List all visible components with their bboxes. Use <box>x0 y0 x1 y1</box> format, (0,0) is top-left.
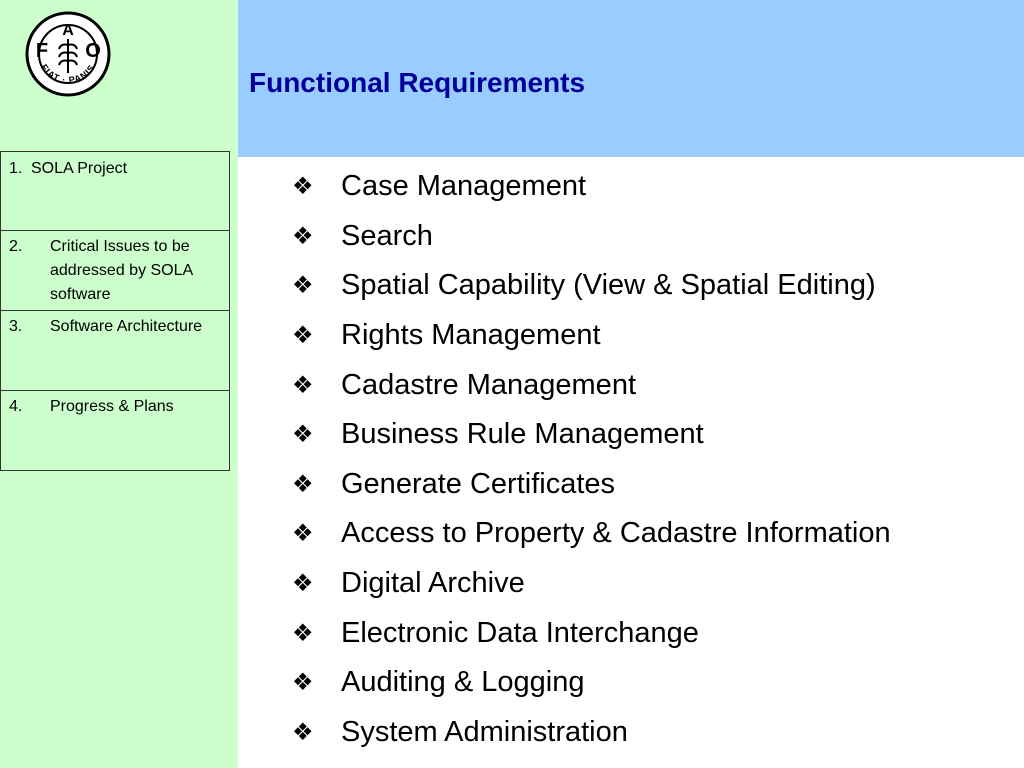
list-item: ❖ Search <box>292 212 891 262</box>
requirement-label: Cadastre Management <box>341 368 636 401</box>
list-item: ❖ Rights Management <box>292 311 891 361</box>
section-label: Progress & Plans <box>50 398 174 415</box>
section-label: Software Architecture <box>50 318 203 335</box>
requirement-label: Business Rule Management <box>341 418 704 451</box>
diamond-bullet-icon: ❖ <box>292 322 314 350</box>
requirement-label: Digital Archive <box>341 567 525 600</box>
requirement-label: Search <box>341 219 433 252</box>
requirement-label: Case Management <box>341 170 587 203</box>
section-menu: 1. SOLA Project 2. Critical Issues to be… <box>0 151 230 471</box>
section-item-sola-project[interactable]: 1. SOLA Project <box>1 152 229 231</box>
page-title: Functional Requirements <box>249 67 586 98</box>
diamond-bullet-icon: ❖ <box>292 570 314 598</box>
diamond-bullet-icon: ❖ <box>292 669 314 697</box>
fao-logo-icon: F A O FIAT · PANIS <box>25 11 111 97</box>
diamond-bullet-icon: ❖ <box>292 470 314 498</box>
requirements-list: ❖ Case Management ❖ Search ❖ Spatial Capabi… <box>292 162 891 757</box>
diamond-bullet-icon: ❖ <box>292 718 314 746</box>
diamond-bullet-icon: ❖ <box>292 173 314 201</box>
header-band <box>238 0 1024 157</box>
list-item: ❖ Case Management <box>292 162 891 212</box>
diamond-bullet-icon: ❖ <box>292 272 314 300</box>
list-item: ❖ Business Rule Management <box>292 410 891 460</box>
section-number: 4. <box>9 398 23 415</box>
section-item-software-architecture[interactable]: 3. Software Architecture <box>1 311 229 391</box>
list-item: ❖ Digital Archive <box>292 559 891 609</box>
list-item: ❖ Electronic Data Interchange <box>292 608 891 658</box>
section-label: SOLA Project <box>31 160 128 177</box>
list-item: ❖ Spatial Capability (View & Spatial Edit… <box>292 261 891 311</box>
section-number: 1. <box>9 160 23 177</box>
section-item-critical-issues[interactable]: 2. Critical Issues to be addressed by SO… <box>1 231 229 311</box>
section-item-progress-plans[interactable]: 4. Progress & Plans <box>1 391 229 470</box>
section-label: Critical Issues to be addressed by SOLA … <box>50 238 193 303</box>
diamond-bullet-icon: ❖ <box>292 222 314 250</box>
requirement-label: Generate Certificates <box>341 467 616 500</box>
section-number: 2. <box>9 238 23 255</box>
requirement-label: Rights Management <box>341 319 601 352</box>
diamond-bullet-icon: ❖ <box>292 421 314 449</box>
diamond-bullet-icon: ❖ <box>292 619 314 647</box>
requirement-label: Access to Property & Cadastre Informatio… <box>341 517 891 550</box>
requirement-label: Spatial Capability (View & Spatial Editi… <box>341 269 876 302</box>
svg-text:A: A <box>62 22 74 39</box>
requirement-label: Auditing & Logging <box>341 666 585 699</box>
section-number: 3. <box>9 318 23 335</box>
list-item: ❖ Generate Certificates <box>292 460 891 510</box>
requirement-label: System Administration <box>341 715 628 748</box>
requirement-label: Electronic Data Interchange <box>341 616 699 649</box>
list-item: ❖ Auditing & Logging <box>292 658 891 708</box>
list-item: ❖ Cadastre Management <box>292 360 891 410</box>
diamond-bullet-icon: ❖ <box>292 520 314 548</box>
list-item: ❖ Access to Property & Cadastre Informati… <box>292 509 891 559</box>
sidebar-panel <box>0 0 238 768</box>
svg-text:F: F <box>36 40 48 62</box>
diamond-bullet-icon: ❖ <box>292 371 314 399</box>
svg-text:O: O <box>85 40 101 62</box>
list-item: ❖ System Administration <box>292 708 891 758</box>
